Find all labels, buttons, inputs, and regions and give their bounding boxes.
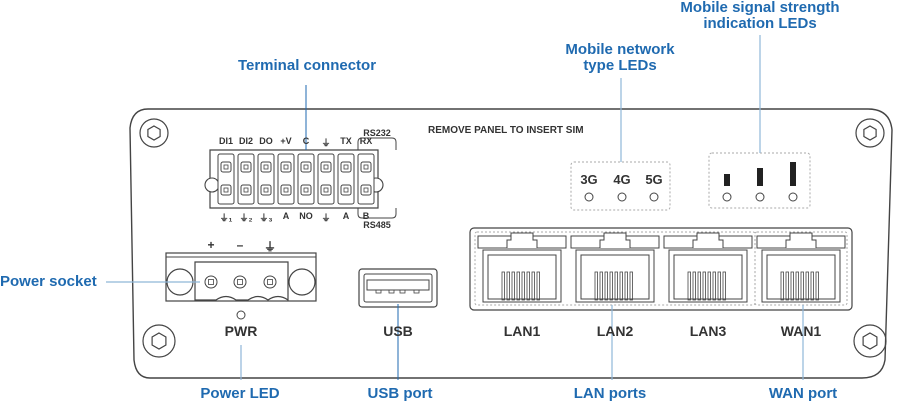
ethernet-port-label: LAN2: [596, 323, 634, 339]
network-type-led-label: 5G: [645, 172, 663, 187]
callout-signal-strength-leds-line1: Mobile signal strength: [680, 0, 840, 16]
signal-strength-led: [755, 192, 765, 202]
callout-signal-strength-leds-line2: indication LEDs: [703, 15, 817, 32]
power-pin: [204, 275, 218, 289]
rs485-label: RS485: [363, 220, 391, 230]
terminal-pin: [297, 153, 315, 205]
power-pin-label: –: [236, 238, 244, 252]
ethernet-port-label: LAN1: [503, 323, 541, 339]
callout-power-led: Power LED: [200, 385, 280, 402]
terminal-pin: [337, 153, 355, 205]
screw-icon-bottom-right: [853, 324, 887, 358]
terminal-bottom-pin-label: ⏚₁: [219, 213, 233, 223]
sim-notice: REMOVE PANEL TO INSERT SIM: [428, 125, 584, 136]
signal-strength-leds-box: [708, 152, 811, 209]
callout-network-type-leds-line2: type LEDs: [583, 57, 657, 74]
power-led: [236, 310, 246, 320]
terminal-top-pin-label: TX: [340, 136, 352, 146]
ethernet-block: [469, 227, 853, 311]
power-pin: [233, 275, 247, 289]
usb-port: [358, 268, 438, 308]
callout-power-socket: Power socket: [0, 273, 97, 290]
terminal-bottom-pin-label: ⏚: [321, 213, 331, 223]
signal-strength-bar-icon: [790, 162, 796, 186]
callout-terminal-connector: Terminal connector: [237, 57, 377, 74]
leader-lines: [106, 35, 804, 380]
power-pin-label: ⏚: [263, 240, 276, 254]
terminal-pin: [237, 153, 255, 205]
power-pin: [263, 275, 277, 289]
rs232-bracket: [357, 137, 397, 150]
terminal-pin: [277, 153, 295, 205]
network-type-led: [617, 192, 627, 202]
terminal-mount-hole-left: [204, 177, 220, 193]
terminal-pin: [217, 153, 235, 205]
callout-network-type-leds-line1: Mobile network: [565, 41, 675, 58]
terminal-top-pin-label: +V: [280, 136, 292, 146]
ethernet-port-label: WAN1: [780, 323, 822, 339]
terminal-pin: [357, 153, 375, 205]
ethernet-port: [477, 232, 567, 303]
rs485-bracket: [357, 208, 397, 219]
terminal-top-pin-label: DO: [259, 136, 273, 146]
usb-label: USB: [383, 323, 413, 339]
ethernet-port: [663, 232, 753, 303]
rs232-label: RS232: [363, 128, 391, 138]
terminal-top-pin-label: ⏚: [321, 138, 331, 148]
network-type-led-label: 4G: [613, 172, 631, 187]
terminal-bottom-pin-label: A: [282, 211, 290, 221]
signal-strength-led: [722, 192, 732, 202]
terminal-top-pin-label: C: [302, 136, 310, 146]
pwr-label: PWR: [224, 323, 258, 339]
screw-icon-top-left: [139, 118, 169, 148]
panel-outline: [129, 108, 893, 379]
terminal-bottom-pin-label: NO: [299, 211, 313, 221]
terminal-bottom-pin-label: ⏚₂: [239, 213, 253, 223]
callout-wan-port: WAN port: [768, 385, 838, 402]
terminal-pin: [257, 153, 275, 205]
screw-icon-bottom-left: [142, 324, 176, 358]
wan-group-dashed: [754, 231, 848, 306]
terminal-pin: [317, 153, 335, 205]
ethernet-port-label: LAN3: [689, 323, 727, 339]
signal-strength-bar-icon: [757, 168, 763, 186]
callout-lan-ports: LAN ports: [573, 385, 647, 402]
network-type-led-label: 3G: [580, 172, 598, 187]
terminal-bottom-pin-label: ⏚₃: [259, 213, 273, 223]
callout-network-type-leds: Mobile network type LEDs: [545, 42, 695, 74]
callout-signal-strength-leds: Mobile signal strength indication LEDs: [670, 0, 850, 32]
terminal-top-pin-label: DI1: [218, 136, 233, 146]
signal-strength-bar-icon: [724, 174, 730, 186]
power-socket: [165, 252, 317, 302]
terminal-connector: [204, 149, 384, 209]
screw-icon-top-right: [855, 118, 885, 148]
ethernet-port: [570, 232, 660, 303]
callout-usb-port: USB port: [367, 385, 433, 402]
terminal-top-pin-label: DI2: [238, 136, 253, 146]
network-type-led: [649, 192, 659, 202]
lan-group-dashed: [474, 231, 756, 306]
power-pin-label: +: [207, 238, 215, 252]
ethernet-port: [756, 232, 846, 303]
signal-strength-led: [788, 192, 798, 202]
terminal-bottom-pin-label: A: [342, 211, 350, 221]
network-type-led: [584, 192, 594, 202]
terminal-top-pin-label: RX: [359, 136, 373, 146]
terminal-bottom-pin-label: B: [362, 211, 370, 221]
